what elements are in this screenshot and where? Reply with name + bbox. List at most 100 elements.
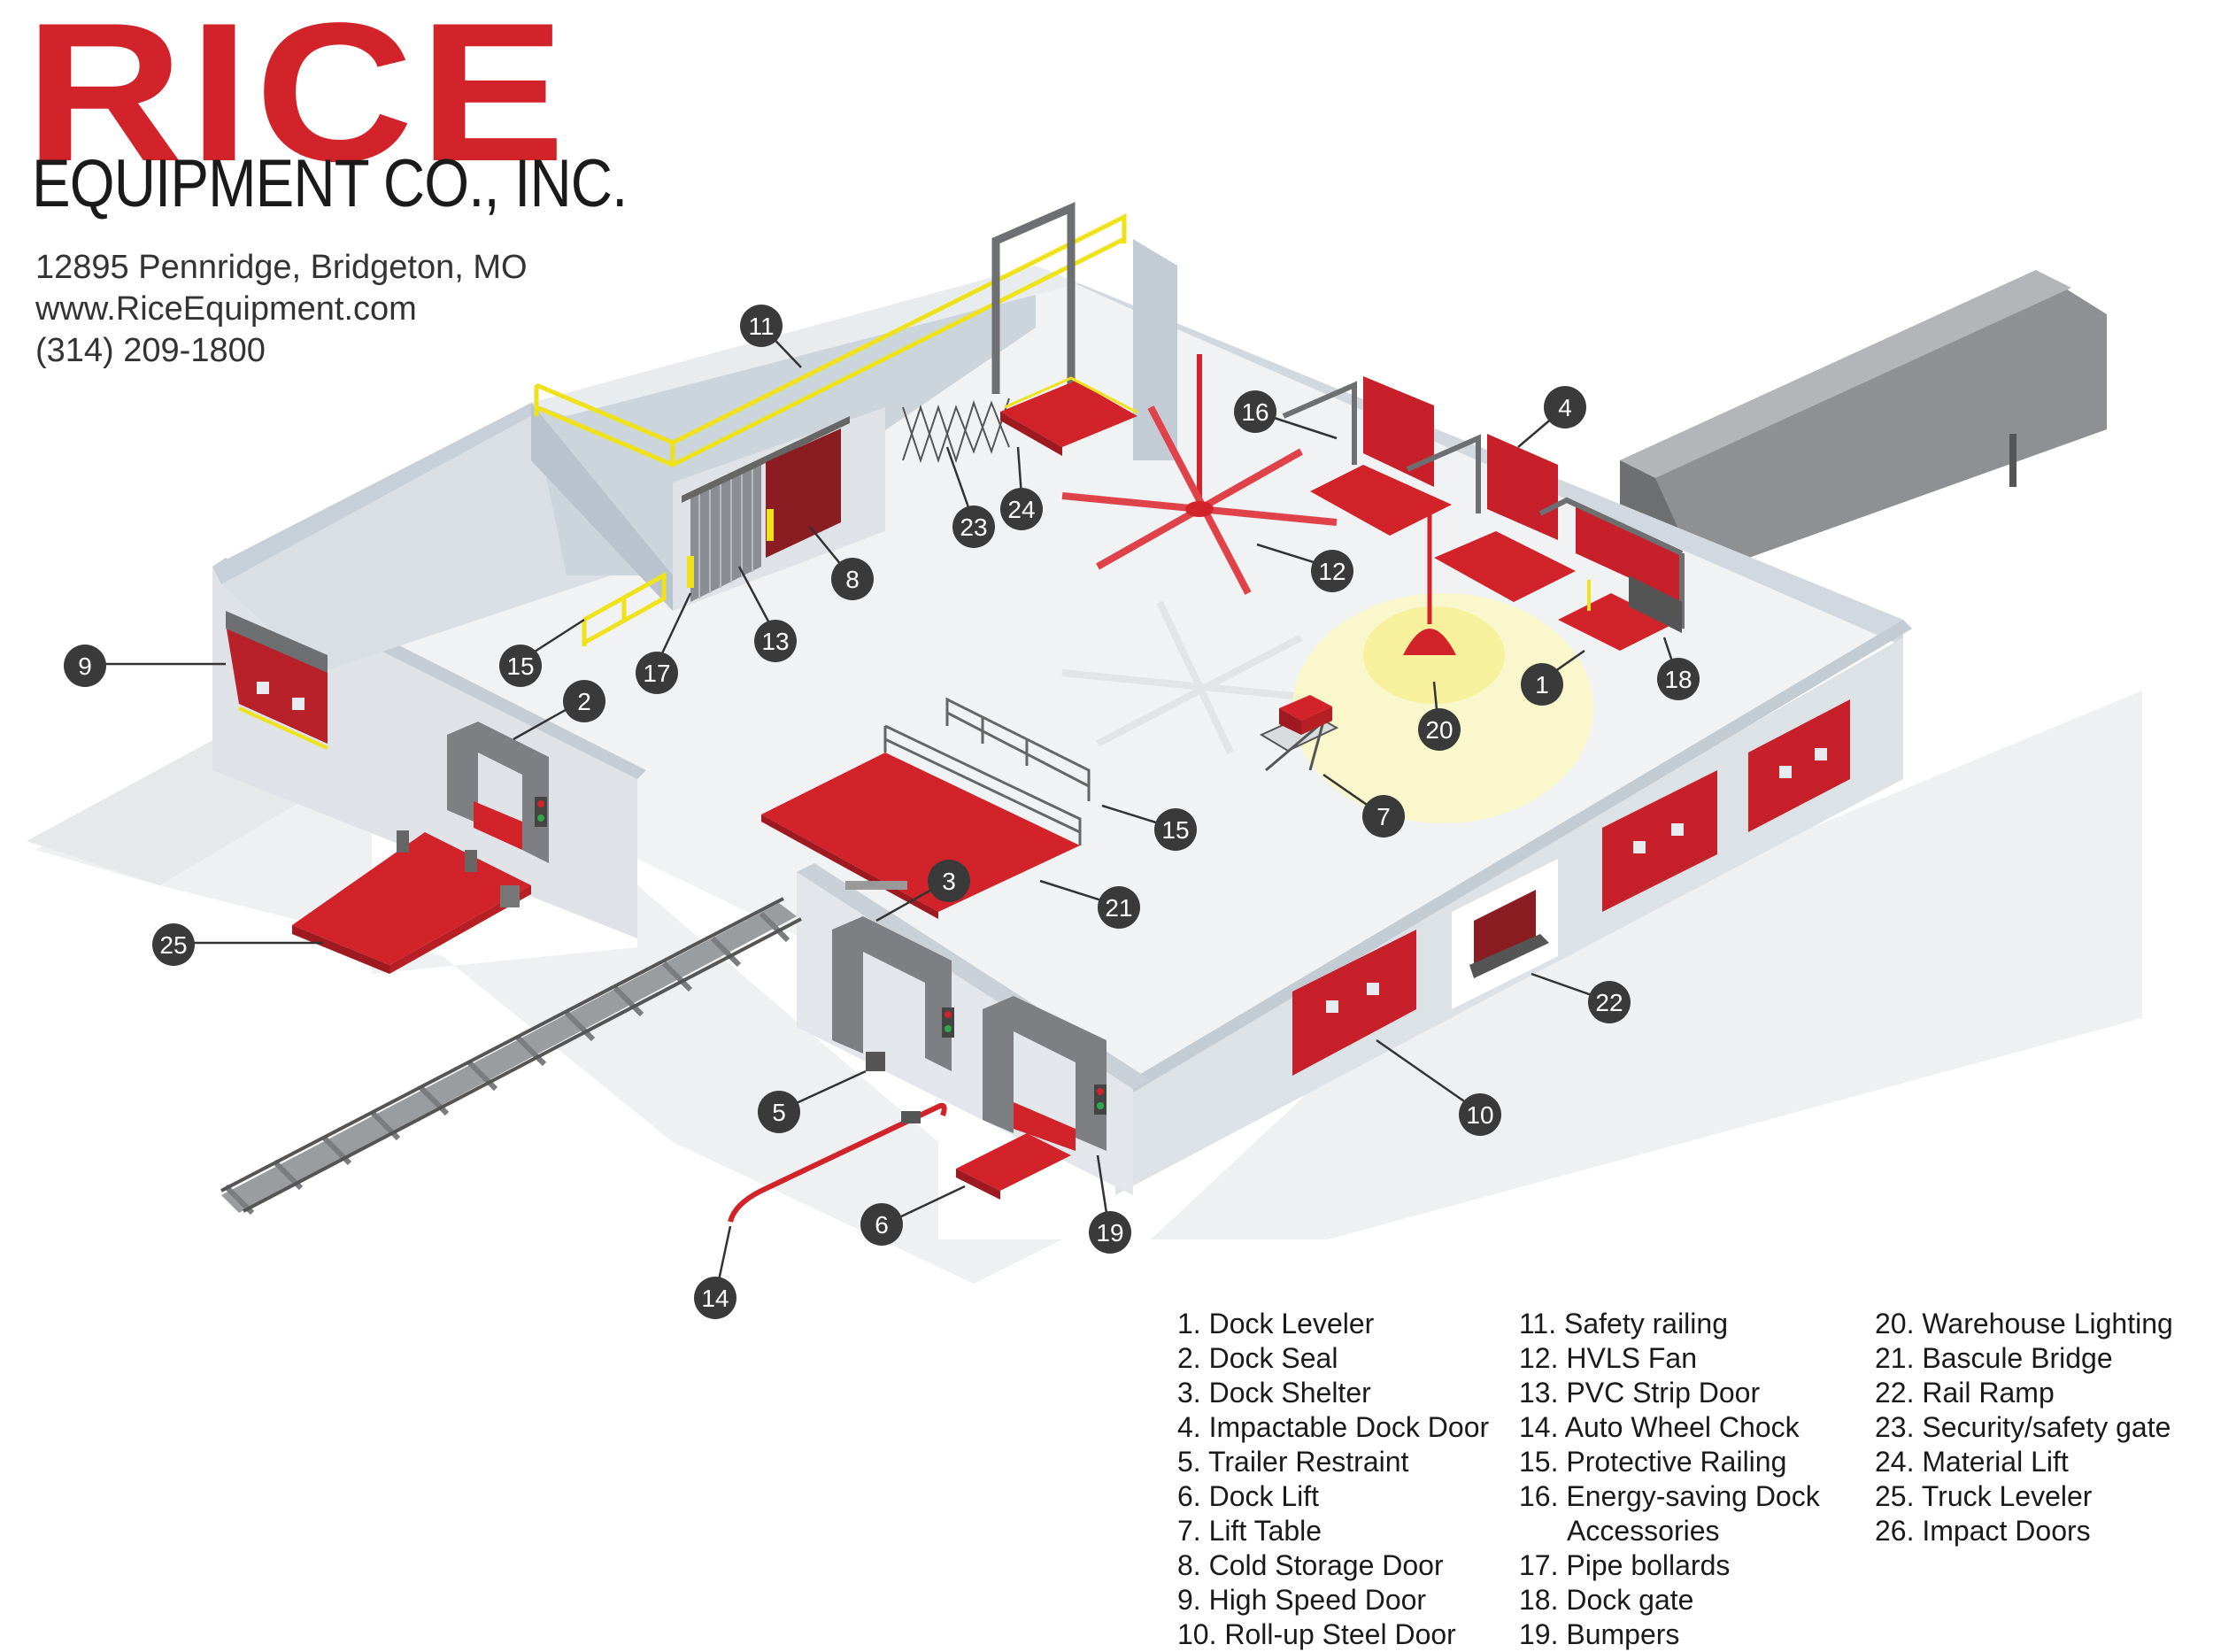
svg-text:24: 24 — [1007, 496, 1035, 523]
svg-text:5: 5 — [772, 1099, 786, 1126]
legend-item-label: Rail Ramp — [1922, 1377, 2055, 1409]
legend-item-number: 6. — [1177, 1480, 1209, 1512]
callout-12[interactable]: 12 — [1311, 550, 1353, 592]
legend-item: 13. PVC Strip Door — [1519, 1376, 1820, 1410]
legend-item-label: Bumpers — [1566, 1618, 1680, 1650]
callout-2[interactable]: 2 — [563, 680, 605, 722]
legend-item: Accessories — [1519, 1514, 1820, 1548]
legend-item: 6. Dock Lift — [1177, 1479, 1489, 1514]
callout-5[interactable]: 5 — [758, 1091, 800, 1133]
svg-text:22: 22 — [1595, 989, 1623, 1016]
callout-14[interactable]: 14 — [694, 1277, 736, 1319]
brand-website[interactable]: www.RiceEquipment.com — [35, 290, 417, 328]
callout-4[interactable]: 4 — [1544, 386, 1586, 428]
legend-item-label: High Speed Door — [1208, 1584, 1427, 1616]
legend-item: 11. Safety railing — [1519, 1307, 1820, 1341]
legend-item-number: 25. — [1875, 1480, 1922, 1512]
warehouse-lighting — [1292, 513, 1593, 823]
legend-item: 12. HVLS Fan — [1519, 1341, 1820, 1376]
svg-text:1: 1 — [1535, 671, 1549, 699]
legend-item-number: 5. — [1177, 1446, 1208, 1478]
callout-25[interactable]: 25 — [152, 923, 195, 966]
dock-shelter — [832, 916, 1106, 1151]
callout-10[interactable]: 10 — [1459, 1093, 1501, 1136]
legend-item-number: 2. — [1177, 1342, 1209, 1374]
svg-text:21: 21 — [1105, 894, 1132, 922]
back-left-wall — [212, 403, 531, 584]
railroad-track — [220, 897, 802, 1216]
legend-item: 8. Cold Storage Door — [1177, 1548, 1489, 1583]
callout-15b[interactable]: 15 — [1154, 808, 1197, 851]
legend-item-number: 19. — [1519, 1618, 1567, 1650]
dock-seal — [447, 722, 549, 863]
legend-item: 9. High Speed Door — [1177, 1583, 1489, 1617]
brand-logo: RICE — [25, 0, 571, 203]
legend-item-label: Dock Shelter — [1208, 1377, 1371, 1409]
callout-15a[interactable]: 15 — [499, 645, 542, 687]
callout-17[interactable]: 17 — [636, 652, 678, 694]
pipe-bollard — [767, 509, 774, 541]
legend-item: 14. Auto Wheel Chock — [1519, 1410, 1820, 1445]
callout-16[interactable]: 16 — [1234, 390, 1276, 433]
legend-item-label: Impactable Dock Door — [1208, 1411, 1490, 1443]
svg-text:6: 6 — [875, 1211, 889, 1239]
callout-23[interactable]: 23 — [952, 506, 995, 548]
svg-text:25: 25 — [159, 931, 187, 959]
legend-item-number: 22. — [1875, 1377, 1923, 1409]
svg-text:17: 17 — [643, 660, 670, 687]
legend-item-label: Safety railing — [1564, 1308, 1728, 1339]
callout-3[interactable]: 3 — [928, 860, 970, 902]
callout-6[interactable]: 6 — [860, 1203, 903, 1246]
callout-7[interactable]: 7 — [1362, 795, 1405, 838]
legend-item-label: Bascule Bridge — [1922, 1342, 2113, 1374]
legend-item-label: HVLS Fan — [1566, 1342, 1697, 1374]
legend-item-label: PVC Strip Door — [1566, 1377, 1761, 1409]
legend-item: 15. Protective Railing — [1519, 1445, 1820, 1479]
legend-item: 24. Material Lift — [1875, 1445, 2173, 1479]
legend-item-number: 24. — [1875, 1446, 1923, 1478]
legend-item-number: 4. — [1177, 1411, 1209, 1443]
callout-18[interactable]: 18 — [1657, 658, 1700, 700]
callout-8[interactable]: 8 — [831, 558, 874, 600]
legend-item-number: 8. — [1177, 1549, 1209, 1581]
callout-22[interactable]: 22 — [1588, 981, 1631, 1023]
legend-item-label: Energy-saving Dock — [1566, 1480, 1820, 1512]
callout-24[interactable]: 24 — [1000, 488, 1043, 530]
cold-storage-door — [766, 428, 841, 558]
legend-item-label: Truck Leveler — [1921, 1480, 2093, 1512]
callout-13[interactable]: 13 — [754, 620, 797, 662]
svg-text:10: 10 — [1466, 1101, 1493, 1129]
svg-text:2: 2 — [577, 688, 591, 715]
callout-21[interactable]: 21 — [1098, 886, 1140, 929]
legend-item: 10. Roll-up Steel Door — [1177, 1617, 1489, 1652]
rail-ramp — [1452, 859, 1558, 1009]
callout-19[interactable]: 19 — [1089, 1211, 1131, 1254]
legend-item-number: 17. — [1519, 1549, 1567, 1581]
hvls-fan — [1061, 354, 1338, 595]
legend-item-number: 12. — [1519, 1342, 1567, 1374]
legend-item: 17. Pipe bollards — [1519, 1548, 1820, 1583]
legend-item: 26. Impact Doors — [1875, 1514, 2173, 1548]
callout-20[interactable]: 20 — [1418, 708, 1461, 751]
legend-item-label: Lift Table — [1208, 1515, 1322, 1547]
legend-item-number: 16. — [1519, 1480, 1567, 1512]
svg-text:7: 7 — [1376, 803, 1391, 830]
callout-9[interactable]: 9 — [64, 645, 106, 687]
dock-lift — [956, 1133, 1071, 1200]
trailer — [1620, 270, 2107, 575]
svg-text:9: 9 — [78, 652, 92, 680]
legend-item: 5. Trailer Restraint — [1177, 1445, 1489, 1479]
svg-text:15: 15 — [506, 652, 534, 680]
legend-item: 25. Truck Leveler — [1875, 1479, 2173, 1514]
trailer-restraint — [866, 1052, 885, 1071]
legend-item-label: Accessories — [1567, 1515, 1720, 1547]
brand-subtitle: EQUIPMENT CO., INC. — [32, 146, 628, 221]
callout-1[interactable]: 1 — [1521, 663, 1563, 706]
legend-item-number: 3. — [1177, 1377, 1209, 1409]
roll-up-steel-doors — [1292, 699, 1850, 1076]
legend-item: 4. Impactable Dock Door — [1177, 1410, 1489, 1445]
legend-item: 1. Dock Leveler — [1177, 1307, 1489, 1341]
callout-11[interactable]: 11 — [740, 305, 783, 347]
